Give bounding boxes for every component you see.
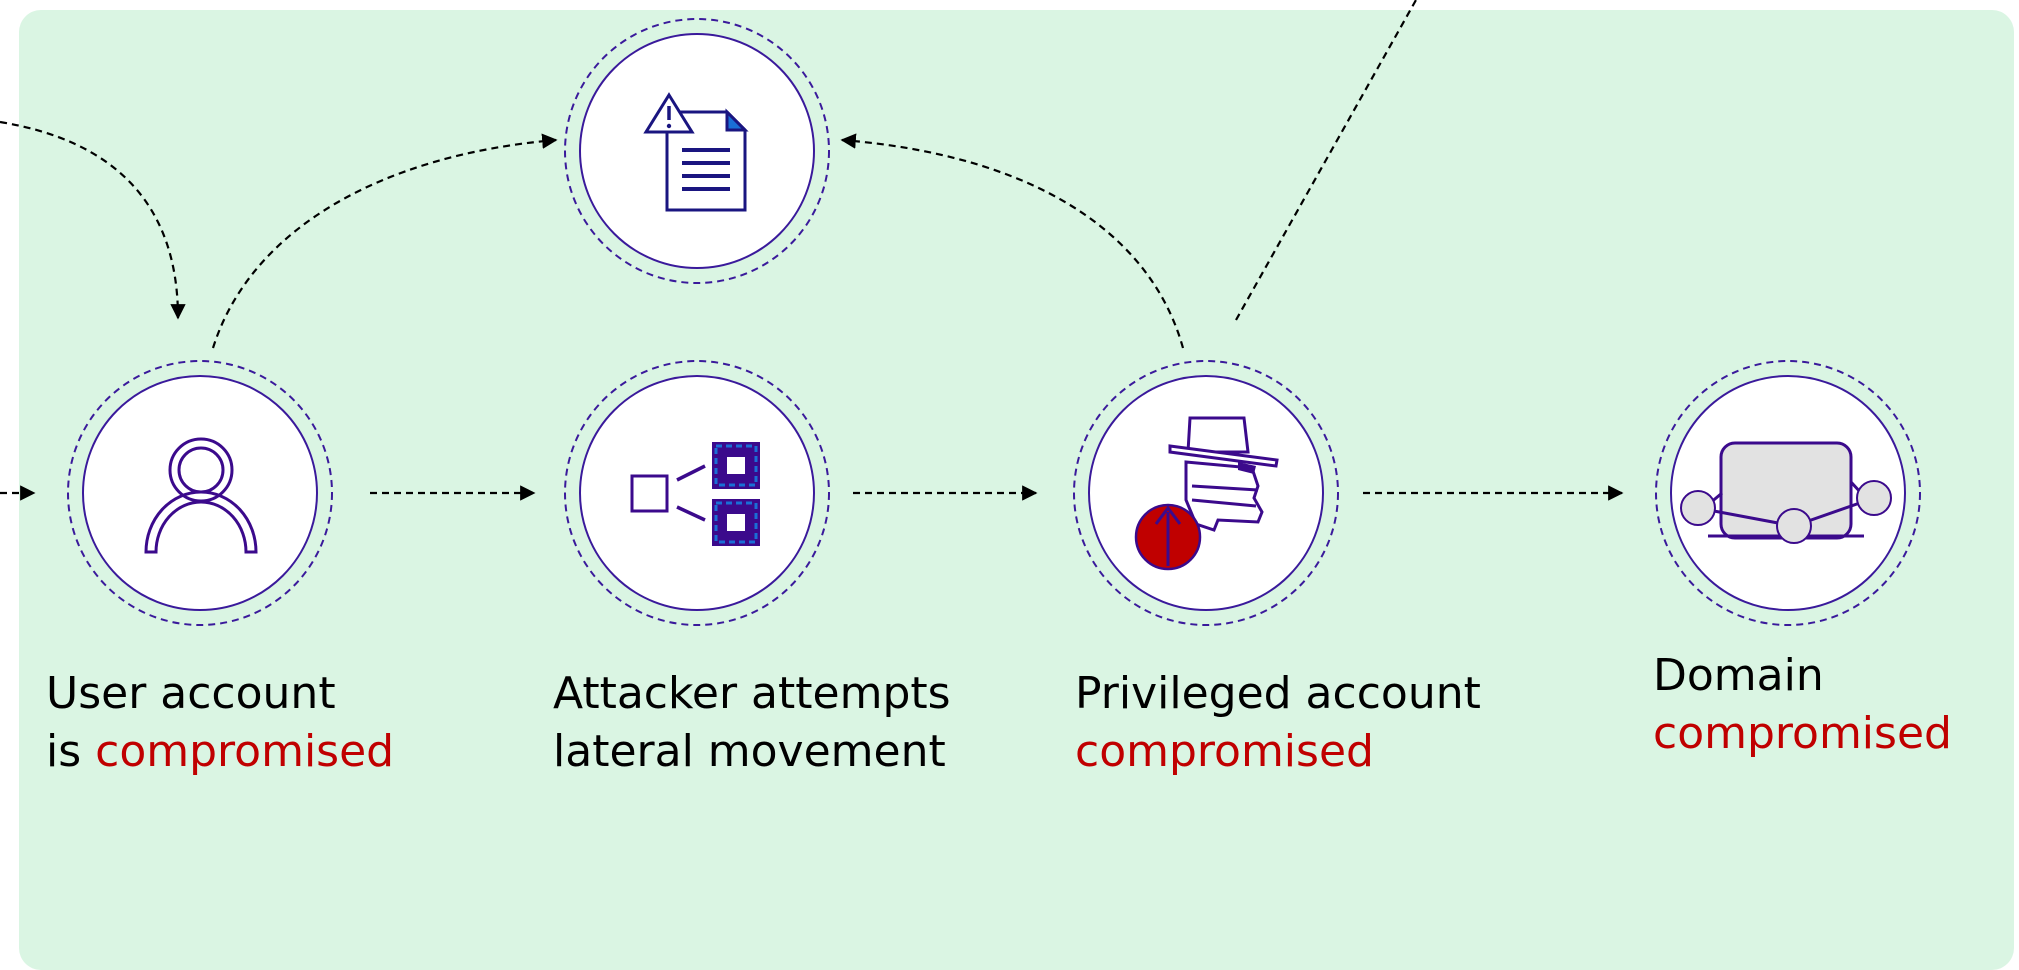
label-domain-accent: compromised	[1653, 708, 1952, 759]
domain-network-icon	[1680, 441, 1892, 544]
label-domain-compromised: Domain compromised	[1653, 647, 1952, 763]
label-privileged-line1: Privileged account	[1075, 668, 1481, 719]
label-domain-line2: compromised	[1653, 705, 1952, 763]
label-lateral-line1: Attacker attempts	[553, 668, 951, 719]
label-user-prefix: is	[46, 726, 96, 777]
label-user-line1: User account	[46, 668, 336, 719]
label-lateral-line2: lateral movement	[553, 723, 951, 781]
network-nodes-icon	[630, 442, 760, 546]
label-user-accent: compromised	[95, 726, 395, 777]
label-lateral-prefix: lateral movement	[553, 726, 946, 777]
arrow-privileged-to-document	[840, 133, 1185, 349]
label-privileged-accent: compromised	[1075, 726, 1374, 777]
user-node	[67, 360, 333, 626]
document-node	[564, 18, 830, 284]
label-user-line2: is compromised	[46, 723, 394, 781]
incoming-curve-arrow	[0, 120, 186, 320]
privileged-account-node	[1073, 360, 1339, 626]
arrow-user-to-document	[211, 133, 558, 349]
label-lateral-movement: Attacker attempts lateral movement	[553, 665, 951, 781]
hacker-privilege-escalation-icon	[1134, 416, 1279, 571]
label-user-compromised: User account is compromised	[46, 665, 394, 781]
label-domain-line1: Domain	[1653, 650, 1824, 701]
lateral-movement-node	[564, 360, 830, 626]
domain-node	[1655, 360, 1921, 626]
attack-flow-diagram	[0, 0, 1921, 626]
label-privileged-compromised: Privileged account compromised	[1075, 665, 1481, 781]
outgoing-line-top-right	[1235, 0, 1417, 321]
label-privileged-line2: compromised	[1075, 723, 1481, 781]
user-icon	[144, 437, 258, 554]
alert-document-icon	[643, 92, 749, 212]
